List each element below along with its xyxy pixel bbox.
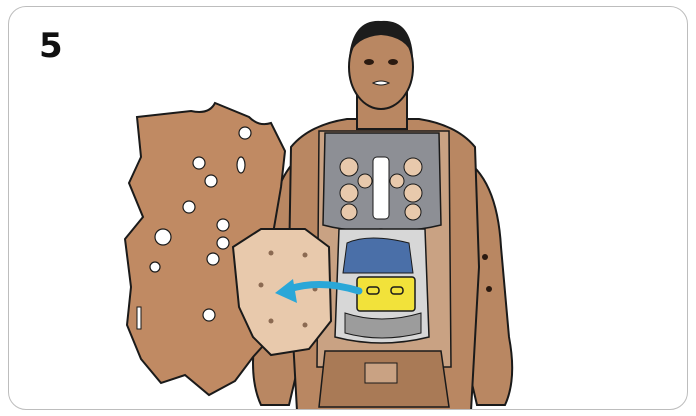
assembly-illustration [9, 7, 688, 410]
sternum [373, 157, 389, 219]
instruction-card: 5 [8, 6, 688, 410]
battery-pack [357, 277, 415, 311]
